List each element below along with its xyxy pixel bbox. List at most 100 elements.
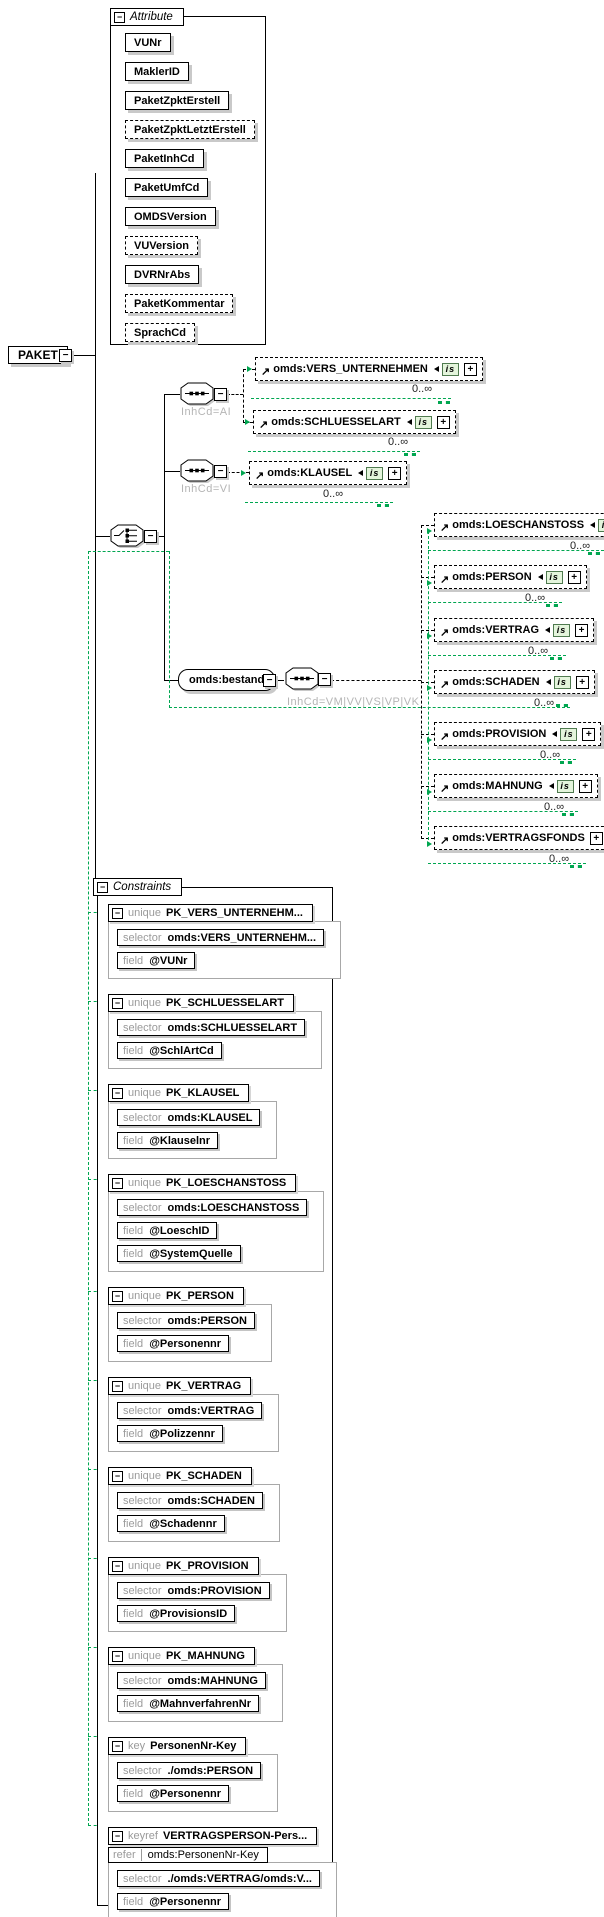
expand-icon[interactable]: + [578,779,592,793]
occurs-label: 0..∞ [388,436,409,448]
collapse-icon[interactable]: − [214,465,227,478]
collapse-icon[interactable]: − [112,1560,123,1572]
repeat-line [251,398,451,399]
field-row[interactable]: field @Personennr [117,1893,230,1910]
collapse-icon[interactable]: − [112,997,123,1009]
collapse-icon[interactable]: − [112,1830,123,1842]
repeat-line [428,811,578,812]
element-omds-schaden[interactable]: ↗ omds:SCHADEN is + [434,670,595,694]
field-row[interactable]: field @Klauselnr [117,1132,219,1149]
attribute-paketinhcd[interactable]: PaketInhCd [125,149,204,168]
attribute-vuversion[interactable]: VUVersion [125,236,199,255]
selector-row[interactable]: selector omds:SCHLUESSELART [117,1019,306,1036]
collapse-icon[interactable]: − [112,1177,123,1189]
expand-icon[interactable]: + [463,362,477,376]
field-row[interactable]: field @SystemQuelle [117,1245,241,1262]
constraint-header[interactable]: − unique PK_VERS_UNTERNEHM... [108,904,313,922]
collapse-icon[interactable]: − [59,349,72,362]
selector-row[interactable]: selector omds:LOESCHANSTOSS [117,1199,308,1216]
collapse-icon[interactable]: − [112,1650,123,1662]
collapse-icon[interactable]: − [112,1087,123,1099]
collapse-icon[interactable]: − [114,11,125,23]
selector-row[interactable]: selector omds:VERS_UNTERNEHM... [117,929,325,946]
constraint-header[interactable]: − key PersonenNr-Key [108,1737,247,1755]
constraint-name: PK_PERSON [166,1290,234,1302]
attribute-vunr[interactable]: VUNr [125,33,171,52]
expand-icon[interactable]: + [567,570,581,584]
collapse-icon[interactable]: − [318,673,331,686]
constraint-header[interactable]: − keyref VERTRAGSPERSON-Pers... [108,1827,318,1845]
selector-row[interactable]: selector omds:VERTRAG [117,1402,263,1419]
constraint-header[interactable]: − unique PK_PERSON [108,1287,244,1305]
element-omds-klausel[interactable]: ↗ omds:KLAUSEL is + [249,461,408,485]
expand-icon[interactable]: + [582,727,596,741]
constraint-header[interactable]: − unique PK_VERTRAG [108,1377,252,1395]
element-omds-person[interactable]: ↗ omds:PERSON is + [434,565,587,589]
field-row[interactable]: field @ProvisionsID [117,1605,236,1622]
selector-row[interactable]: selector omds:KLAUSEL [117,1109,261,1126]
element-omds-loeschanstoss[interactable]: ↗ omds:LOESCHANSTOSS is + [434,513,604,537]
expand-icon[interactable]: + [388,466,402,480]
selector-row[interactable]: selector ./omds:PERSON [117,1762,262,1779]
field-row[interactable]: field @SchlArtCd [117,1042,222,1059]
field-row[interactable]: field @Personennr [117,1785,230,1802]
element-omds-vertragsfonds[interactable]: ↗ omds:VERTRAGSFONDS + [434,826,604,850]
field-row[interactable]: field @LoeschID [117,1222,218,1239]
refer-row[interactable]: refer omds:PersonenNr-Key [108,1847,268,1863]
constraint-body: selector ./omds:PERSON field @Personennr [108,1754,279,1812]
attribute-paketzpktletzterstell[interactable]: PaketZpktLetztErstell [125,120,255,139]
collapse-icon[interactable]: − [144,530,157,543]
optional-arrow-icon [427,528,432,534]
field-row[interactable]: field @Polizzennr [117,1425,223,1442]
sequence-condition-label: InhCd=VM|VV|VS|VP|VK [287,696,420,708]
field-row[interactable]: field @Personennr [117,1335,230,1352]
selector-row[interactable]: selector omds:PERSON [117,1312,255,1329]
attribute-maklerid[interactable]: MaklerID [125,62,189,81]
attribute-dvrnrabs[interactable]: DVRNrAbs [125,265,200,284]
attribute-paketumfcd[interactable]: PaketUmfCd [125,178,209,197]
sequence-icon[interactable] [284,667,321,693]
collapse-icon[interactable]: − [214,388,227,401]
collapse-icon[interactable]: − [112,907,123,919]
constraint-header[interactable]: − unique PK_MAHNUNG [108,1647,255,1665]
constraint-pk-schaden: − unique PK_SCHADEN selector omds:SCHADE… [108,1466,330,1542]
selector-row[interactable]: selector omds:SCHADEN [117,1492,263,1509]
element-omds-vertrag[interactable]: ↗ omds:VERTRAG is + [434,618,594,642]
element-omds-provision[interactable]: ↗ omds:PROVISION is + [434,722,602,746]
attribute-sprachcd[interactable]: SprachCd [125,323,195,342]
selector-row[interactable]: selector omds:PROVISION [117,1582,270,1599]
constraint-header[interactable]: − unique PK_PROVISION [108,1557,259,1575]
field-row[interactable]: field @VUNr [117,952,196,969]
field-row[interactable]: field @Schadennr [117,1515,225,1532]
constraint-header[interactable]: − unique PK_SCHLUESSELART [108,994,295,1012]
expand-icon[interactable]: + [575,675,589,689]
attribute-paketzpkterstell[interactable]: PaketZpktErstell [125,91,230,110]
collapse-icon[interactable]: − [97,881,108,893]
sequence-icon[interactable] [179,382,216,408]
selector-row[interactable]: selector ./omds:VERTRAG/omds:V... [117,1870,320,1887]
field-row[interactable]: field @MahnverfahrenNr [117,1695,259,1712]
constraint-body: selector omds:LOESCHANSTOSS field @Loesc… [108,1191,325,1272]
element-omds-bestand[interactable]: omds:bestand [178,669,276,691]
element-omds-vers-unternehmen[interactable]: ↗ omds:VERS_UNTERNEHMEN is + [255,357,483,381]
collapse-icon[interactable]: − [112,1740,123,1752]
selector-row[interactable]: selector omds:MAHNUNG [117,1672,266,1689]
attribute-paketkommentar[interactable]: PaketKommentar [125,294,234,313]
occurs-label: 0..∞ [570,540,591,552]
expand-icon[interactable]: + [589,831,603,845]
element-name: omds:VERTRAG [452,624,539,636]
collapse-icon[interactable]: − [263,674,276,687]
element-omds-mahnung[interactable]: ↗ omds:MAHNUNG is + [434,774,598,798]
expand-icon[interactable]: + [436,415,450,429]
constraint-header[interactable]: − unique PK_KLAUSEL [108,1084,250,1102]
expand-icon[interactable]: + [575,623,588,637]
choice-icon[interactable] [109,524,146,550]
constraint-header[interactable]: − unique PK_LOESCHANSTOSS [108,1174,297,1192]
constraint-header[interactable]: − unique PK_SCHADEN [108,1467,252,1485]
collapse-icon[interactable]: − [112,1470,123,1482]
collapse-icon[interactable]: − [112,1290,123,1302]
sequence-icon[interactable] [179,459,216,485]
attribute-omdsversion[interactable]: OMDSVersion [125,207,216,226]
element-omds-schluesselart[interactable]: ↗ omds:SCHLUESSELART is + [253,410,456,434]
collapse-icon[interactable]: − [112,1380,123,1392]
